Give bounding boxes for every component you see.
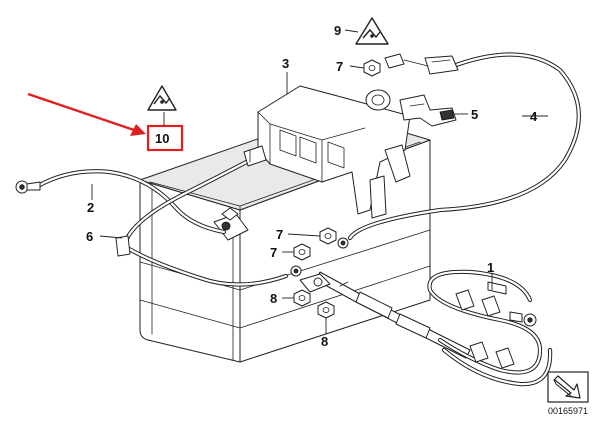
nut-7-top — [363, 59, 381, 77]
highlight-arrow — [27, 92, 146, 136]
leader-lines — [91, 29, 548, 334]
highlight-box-10 — [146, 124, 184, 152]
cable-2 — [15, 169, 227, 235]
part-number: 00165971 — [548, 406, 588, 416]
callout-labels: 1 2 3 4 5 6 7 7 7 8 8 9 10 — [86, 23, 538, 349]
label-1: 1 — [487, 260, 494, 275]
label-9: 9 — [334, 23, 341, 38]
warning-triangle-10 — [147, 85, 177, 111]
label-7-top: 7 — [336, 59, 343, 74]
cable-6 — [115, 145, 302, 287]
cable-4 — [337, 52, 581, 249]
label-7-left: 7 — [270, 245, 277, 260]
label-10: 10 — [155, 131, 169, 146]
distributor-box — [257, 85, 411, 219]
connector-9 — [384, 53, 459, 75]
nut-7-mid-right — [319, 227, 337, 245]
part-5 — [399, 94, 457, 127]
label-3: 3 — [282, 56, 289, 71]
label-2: 2 — [87, 200, 94, 215]
label-8-bottom: 8 — [321, 334, 328, 349]
label-7-right: 7 — [276, 227, 283, 242]
nut-8-left — [293, 289, 311, 307]
label-5: 5 — [471, 107, 478, 122]
label-6: 6 — [86, 229, 93, 244]
label-4: 4 — [530, 109, 538, 124]
cable-harness-1 — [299, 269, 553, 387]
nut-8-bottom — [317, 301, 335, 319]
direction-arrow-icon — [547, 371, 589, 403]
negative-terminal — [213, 207, 249, 241]
label-8-left: 8 — [270, 291, 277, 306]
nut-7-mid-left — [293, 243, 311, 261]
warning-triangle-9 — [355, 17, 389, 45]
